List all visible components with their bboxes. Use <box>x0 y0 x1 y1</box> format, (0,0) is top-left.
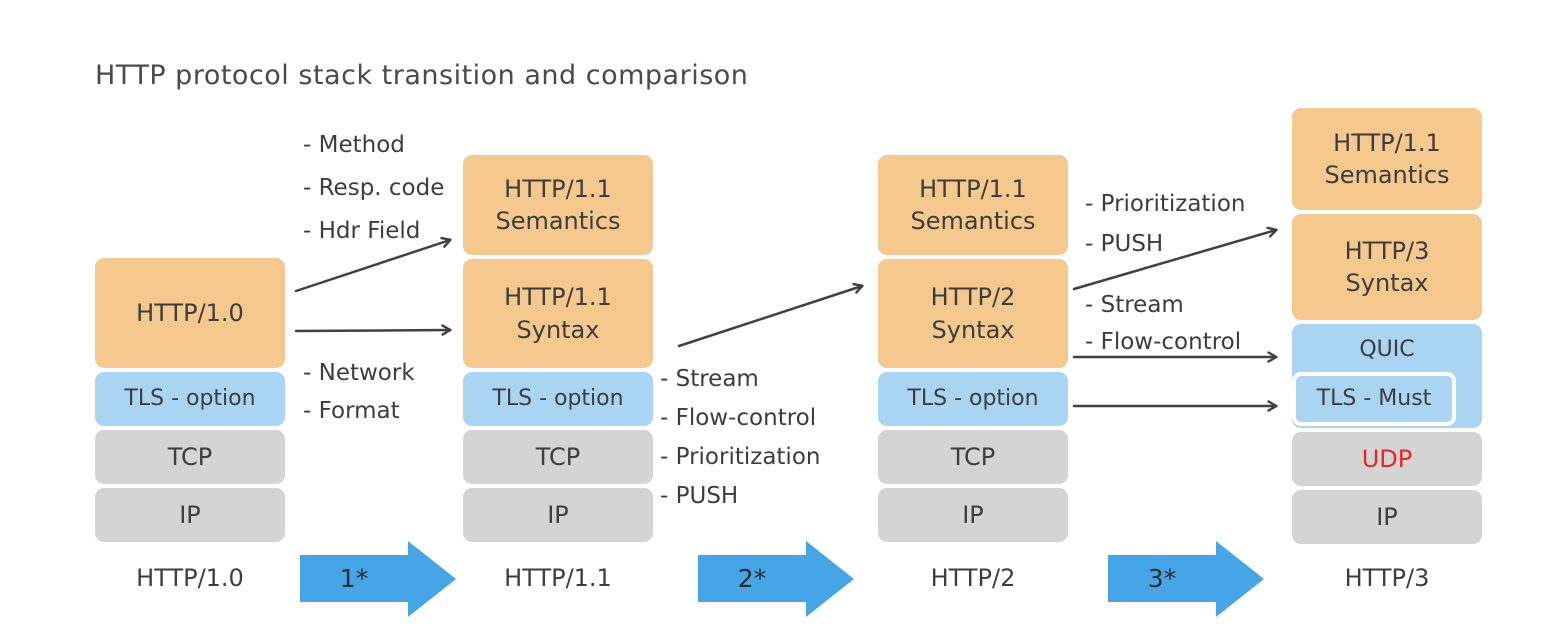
block-http2-ip: IP <box>878 488 1068 542</box>
block-http11-tls: TLS - option <box>463 372 653 426</box>
notes-http3-quic-features: - Stream - Flow-control <box>1085 292 1242 355</box>
block-http2-semantics: HTTP/1.1 Semantics <box>878 155 1068 255</box>
diagram-title: HTTP protocol stack transition and compa… <box>95 60 749 91</box>
step-arrow-3-label: 3* <box>1108 555 1216 602</box>
notes-semantics-changes: - Method - Resp. code - Hdr Field <box>303 132 445 244</box>
block-http10-application: HTTP/1.0 <box>95 258 285 368</box>
block-http3-ip: IP <box>1292 490 1482 544</box>
step-arrow-3-head <box>1216 541 1264 617</box>
block-http11-semantics: HTTP/1.1 Semantics <box>463 155 653 255</box>
arrow-http11-to-http2-syntax <box>677 282 864 348</box>
notes-http2-features: - Stream - Flow-control - Prioritization… <box>660 366 821 509</box>
caption-http2: HTTP/2 <box>930 564 1016 592</box>
block-http3-quic: QUIC TLS - Must <box>1292 324 1482 428</box>
block-http3-tls-must: TLS - Must <box>1292 372 1456 426</box>
arrow-http10-to-syntax <box>294 324 452 336</box>
block-http3-udp: UDP <box>1292 432 1482 486</box>
step-arrow-1-head <box>408 541 456 617</box>
block-http10-tcp: TCP <box>95 430 285 484</box>
block-http2-tcp: TCP <box>878 430 1068 484</box>
caption-http11: HTTP/1.1 <box>504 564 612 592</box>
block-http3-semantics: HTTP/1.1 Semantics <box>1292 108 1482 210</box>
step-arrow-2-head <box>806 541 854 617</box>
quic-label: QUIC <box>1359 337 1415 363</box>
caption-http3: HTTP/3 <box>1344 564 1430 592</box>
notes-syntax-changes: - Network - Format <box>303 360 415 424</box>
caption-http10: HTTP/1.0 <box>136 564 244 592</box>
block-http2-syntax: HTTP/2 Syntax <box>878 259 1068 368</box>
block-http10-ip: IP <box>95 488 285 542</box>
step-arrow-1-label: 1* <box>300 555 408 602</box>
block-http11-tcp: TCP <box>463 430 653 484</box>
block-http10-tls: TLS - option <box>95 372 285 426</box>
block-http11-ip: IP <box>463 488 653 542</box>
step-arrow-2-label: 2* <box>698 555 806 602</box>
block-http2-tls: TLS - option <box>878 372 1068 426</box>
block-http11-syntax: HTTP/1.1 Syntax <box>463 259 653 368</box>
block-http3-syntax: HTTP/3 Syntax <box>1292 214 1482 320</box>
notes-http3-semantics-features: - Prioritization - PUSH <box>1085 191 1246 257</box>
